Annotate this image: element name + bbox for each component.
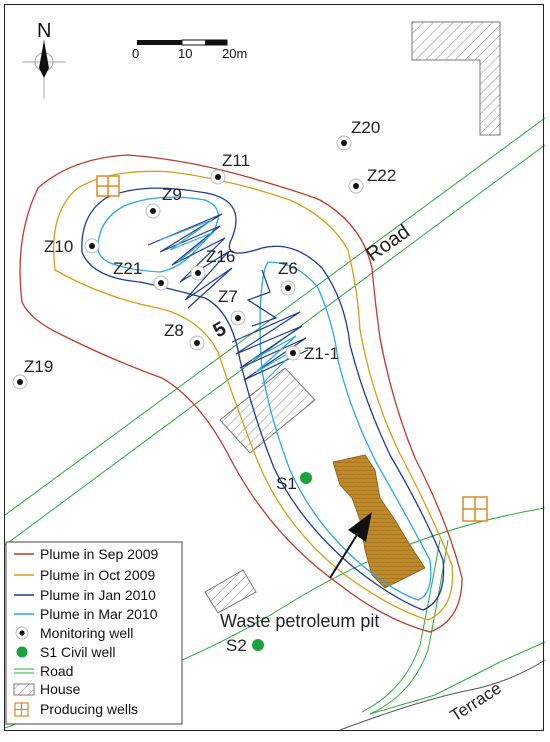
legend-label: Road [40, 663, 73, 679]
house-bottom-left [204, 569, 257, 614]
terrace-road [361, 539, 546, 715]
legend-item: Monitoring well [15, 625, 133, 641]
plume-oct-2009 [53, 170, 454, 621]
pit-arrow-icon [329, 512, 372, 579]
legend-item: Plume in Jan 2010 [14, 587, 156, 603]
producing-well-icon[interactable] [96, 175, 120, 197]
legend-item: Producing wells [14, 701, 138, 717]
well-z7[interactable]: Z7 [218, 287, 246, 326]
pit-label: Waste petroleum pit [220, 611, 379, 631]
well-label: Z8 [164, 321, 184, 340]
well-z9[interactable]: Z9 [145, 185, 182, 219]
civil-well-label: S2 [226, 636, 247, 655]
scale-tick: 0 [132, 46, 139, 61]
waste-petroleum-pit [332, 454, 426, 589]
well-label: Z20 [351, 118, 380, 137]
house-center [219, 367, 316, 454]
well-label: Z21 [113, 259, 142, 278]
well-z6[interactable]: Z6 [278, 259, 298, 296]
civil-well-s1[interactable]: S1 [276, 472, 312, 493]
terrace-line [339, 659, 546, 731]
scale-tick: 20m [222, 46, 247, 61]
well-z1-1[interactable]: Z1-1 [285, 344, 339, 363]
legend-item: Plume in Mar 2010 [14, 606, 158, 622]
well-z19[interactable]: Z19 [12, 357, 53, 390]
well-z11[interactable]: Z11 [210, 151, 250, 185]
well-z10[interactable]: Z10 [44, 237, 100, 256]
well-label: Z6 [278, 259, 298, 278]
north-label: N [37, 20, 51, 42]
well-z21[interactable]: Z21 [113, 259, 169, 291]
civil-well-s2[interactable]: S2 [226, 636, 264, 655]
north-arrow-icon: N [22, 20, 66, 98]
legend-label: Plume in Sep 2009 [40, 546, 159, 562]
well-label: Z1-1 [304, 344, 339, 363]
legend-label: Monitoring well [40, 625, 133, 641]
well-label: Z16 [206, 247, 235, 266]
plume-jan-2010 [81, 187, 445, 611]
legend-item: Road [14, 663, 73, 679]
well-label: Z11 [222, 151, 250, 170]
legend-label: House [40, 681, 81, 697]
well-z20[interactable]: Z20 [336, 118, 380, 151]
civil-well-label: S1 [276, 474, 297, 493]
well-label: Z19 [24, 357, 53, 376]
well-z22[interactable]: Z22 [348, 166, 396, 194]
terrace-label: Terrace [447, 679, 505, 726]
scale-bar: 0 10 20m [132, 39, 247, 61]
legend: Plume in Sep 2009 Plume in Oct 2009 Plum… [5, 541, 183, 725]
legend-item: Plume in Oct 2009 [14, 567, 155, 583]
plume-sep-2009 [19, 154, 463, 633]
legend-label: Producing wells [40, 701, 138, 717]
monitoring-wells: Z20 Z22 Z11 Z9 Z10 Z21 [12, 118, 396, 390]
well-label: Z7 [218, 287, 238, 306]
well-label: Z9 [162, 185, 182, 204]
legend-item: House [13, 681, 81, 697]
road-label: Road [362, 221, 414, 266]
well-z8[interactable]: Z8 [164, 321, 205, 351]
legend-label: Plume in Jan 2010 [40, 587, 156, 603]
legend-label: Plume in Oct 2009 [40, 567, 155, 583]
legend-label: Plume in Mar 2010 [40, 606, 158, 622]
well-z16[interactable]: Z16 [190, 247, 235, 281]
producing-well-icon[interactable] [462, 496, 488, 522]
zigzag-contours [147, 213, 309, 385]
house-top-right [411, 21, 501, 136]
well-label: Z10 [44, 237, 73, 256]
legend-item: S1 Civil well [16, 644, 115, 660]
well-label: Z22 [367, 166, 396, 185]
legend-label: S1 Civil well [40, 644, 115, 660]
legend-item: Plume in Sep 2009 [14, 546, 159, 562]
scale-tick: 10 [178, 46, 192, 61]
